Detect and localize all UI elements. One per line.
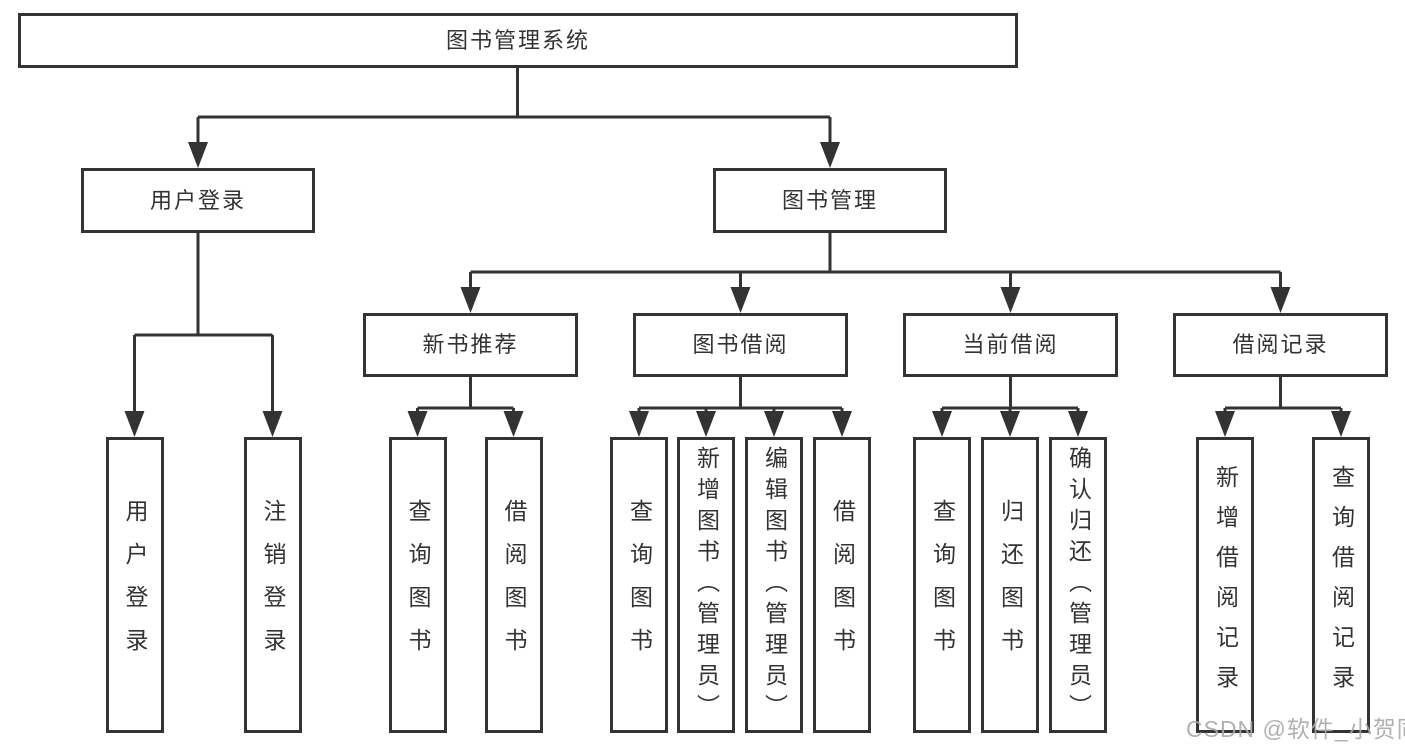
arrowhead-icon	[730, 287, 751, 313]
connector-user-login-to-leaves	[133, 233, 274, 415]
leaf-query-borrow-record: 查询借阅记录	[1312, 437, 1370, 733]
node-label: 用户登录	[122, 499, 148, 671]
leaf-edit-books-admin: 编辑图书（管理员）	[745, 437, 803, 733]
node-book-management: 图书管理	[713, 168, 947, 233]
node-label: 编辑图书（管理员）	[761, 445, 788, 725]
leaf-query-books-current: 查询图书	[913, 437, 971, 733]
node-label: 借阅记录	[1232, 332, 1329, 357]
connector-book-management-to-level3	[469, 233, 1282, 292]
arrowhead-icon	[503, 411, 524, 437]
node-label: 查询图书	[626, 499, 653, 671]
node-borrow-records: 借阅记录	[1173, 313, 1388, 377]
node-label: 当前借阅	[962, 332, 1059, 357]
leaf-return-books: 归还图书	[981, 437, 1039, 733]
node-book-borrowing: 图书借阅	[633, 313, 848, 377]
leaf-borrow-books-recommend: 借阅图书	[484, 437, 543, 733]
watermark-text: CSDN @软件_小贺同学	[1186, 716, 1405, 742]
arrowhead-icon	[1000, 411, 1020, 437]
connector-book-borrowing-to-leaves	[637, 377, 844, 415]
arrowhead-icon	[629, 411, 649, 437]
node-label: 图书借阅	[692, 332, 789, 357]
node-label: 注销登录	[260, 499, 286, 671]
leaf-query-books-borrowing: 查询图书	[610, 437, 668, 733]
arrowhead-icon	[1068, 411, 1088, 437]
node-user-login: 用户登录	[81, 168, 315, 233]
leaf-borrow-books: 借阅图书	[813, 437, 871, 733]
arrowhead-icon	[188, 142, 208, 168]
node-label: 借阅图书	[501, 499, 527, 671]
node-label: 图书管理	[781, 187, 878, 213]
connector-current-borrowing-to-leaves	[940, 377, 1080, 415]
node-label: 用户登录	[149, 187, 246, 213]
arrowhead-icon	[460, 287, 481, 313]
leaf-user-login: 用户登录	[105, 437, 164, 733]
arrowhead-icon	[932, 411, 952, 437]
node-label: 查询图书	[405, 499, 431, 671]
arrowhead-icon	[820, 142, 840, 168]
node-label: 图书管理系统	[445, 27, 590, 53]
leaf-logout: 注销登录	[243, 437, 302, 733]
arrowhead-icon	[764, 411, 784, 437]
node-label: 新书推荐	[422, 332, 519, 357]
arrowhead-icon	[832, 411, 852, 437]
arrowhead-icon	[124, 411, 145, 437]
leaf-add-books-admin: 新增图书（管理员）	[677, 437, 735, 733]
leaf-add-borrow-record: 新增借阅记录	[1196, 437, 1254, 733]
arrowhead-icon	[407, 411, 428, 437]
node-label: 新增借阅记录	[1212, 465, 1239, 705]
node-label: 归还图书	[997, 499, 1024, 671]
arrowhead-icon	[1270, 287, 1291, 313]
arrowhead-icon	[1331, 411, 1351, 437]
node-label: 查询借阅记录	[1328, 465, 1355, 705]
node-current-borrowing: 当前借阅	[903, 313, 1118, 377]
node-label: 确认归还（管理员）	[1065, 445, 1092, 725]
connector-root-to-level2	[196, 68, 832, 146]
node-library-management-system: 图书管理系统	[18, 13, 1018, 68]
node-label: 借阅图书	[829, 499, 856, 671]
node-new-book-recommend: 新书推荐	[363, 313, 578, 377]
connector-borrow-records-to-leaves	[1223, 377, 1343, 415]
arrowhead-icon	[1000, 287, 1021, 313]
connector-new-book-recommend-to-leaves	[416, 377, 515, 415]
leaf-query-books-recommend: 查询图书	[388, 437, 447, 733]
node-label: 新增图书（管理员）	[693, 445, 720, 725]
node-label: 查询图书	[929, 499, 956, 671]
leaf-confirm-return-admin: 确认归还（管理员）	[1049, 437, 1107, 733]
arrowhead-icon	[696, 411, 716, 437]
arrowhead-icon	[1215, 411, 1235, 437]
arrowhead-icon	[262, 411, 283, 437]
